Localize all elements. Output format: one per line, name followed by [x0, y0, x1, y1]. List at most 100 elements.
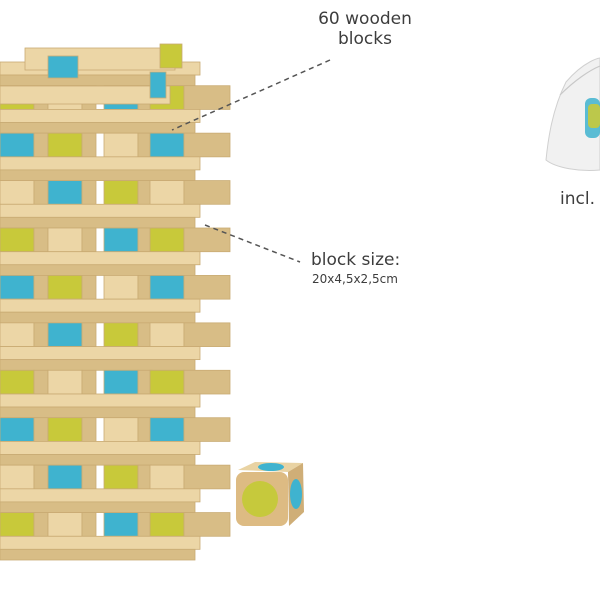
tower-block-gap: [33, 369, 49, 395]
tower-plank-side: [0, 454, 196, 466]
tower-plank-side: [0, 264, 196, 276]
tower-block-gap: [33, 512, 49, 537]
leader-line-blocks: [171, 59, 331, 131]
tower-top-block-end: [159, 43, 183, 69]
tower-plank-side: [0, 122, 196, 134]
tower-block-end: [149, 417, 185, 442]
tower-block-end: [149, 464, 185, 490]
wooden-die: [236, 462, 304, 526]
tower-top-plank: [24, 47, 176, 71]
tower-block-end: [0, 464, 35, 490]
tower-block-end: [149, 275, 185, 300]
tower-block-end: [0, 369, 35, 395]
tower-block-gap: [81, 417, 97, 442]
tower-block-end: [0, 417, 35, 442]
tower-plank: [0, 109, 201, 123]
tower-plank: [0, 156, 201, 171]
tower-block-gap: [33, 417, 49, 442]
tower-block-gap: [183, 464, 231, 490]
drawstring-bag: [545, 57, 600, 171]
tower-block-end: [47, 132, 83, 158]
blocks-count-line2: blocks: [338, 28, 392, 49]
tower-block-end: [149, 512, 185, 537]
tower-block-gap: [183, 180, 231, 205]
tower-block-end: [103, 322, 139, 347]
tower-block-end: [103, 132, 139, 158]
tower-block-gap: [183, 369, 231, 395]
tower-plank-side: [0, 501, 196, 513]
tower-block-end: [103, 464, 139, 490]
leader-line-size: [204, 224, 301, 263]
tower-block-end: [149, 322, 185, 347]
tower-plank: [0, 535, 201, 550]
tower-block-end: [47, 512, 83, 537]
tower-block-end: [149, 132, 185, 158]
tower-block-gap: [183, 512, 231, 537]
blocks-count-line1: 60 wooden: [318, 9, 412, 29]
tower-block-gap: [81, 369, 97, 395]
tower-block-end: [47, 275, 83, 300]
tower-plank: [0, 203, 201, 218]
tower-plank-side: [0, 169, 196, 181]
tower-block-gap: [81, 322, 97, 347]
tower-block-gap: [33, 132, 49, 158]
tower-block-gap: [183, 132, 231, 158]
tower-block-end: [0, 512, 35, 537]
tower-top-plank: [0, 85, 171, 105]
bag-included-label: incl.: [560, 189, 595, 209]
tower-block-end: [47, 417, 83, 442]
tower-block-end: [47, 322, 83, 347]
tower-block-end: [0, 132, 35, 158]
tower-block-gap: [183, 275, 231, 300]
tower-block-gap: [183, 85, 231, 110]
tower-plank-side: [0, 406, 196, 419]
tower-plank: [0, 488, 201, 503]
tower-block-end: [47, 464, 83, 490]
tower-block-end: [103, 180, 139, 205]
tower-block-end: [149, 227, 185, 253]
tower-plank: [0, 393, 201, 408]
tower-plank-side: [0, 548, 196, 561]
block-size-label: block size:: [311, 250, 401, 270]
tower-plank-side: [0, 359, 196, 371]
tower-block-gap: [81, 180, 97, 205]
tower-top-block-end: [149, 71, 167, 99]
block-size-value: 20x4,5x2,5cm: [312, 272, 398, 286]
tower-block-gap: [81, 227, 97, 253]
tower-block-end: [47, 227, 83, 253]
tower-plank-side: [0, 216, 196, 229]
tower-block-end: [47, 369, 83, 395]
tower-block-end: [0, 322, 35, 347]
tower-block-end: [103, 227, 139, 253]
tower-plank: [0, 251, 201, 266]
tower-block-end: [103, 512, 139, 537]
tower-block-end: [149, 180, 185, 205]
tower-block-gap: [33, 464, 49, 490]
tower-block-gap: [183, 322, 231, 347]
block-tower: [0, 43, 231, 561]
tower-block-end: [149, 369, 185, 395]
tower-top-block-end: [47, 55, 79, 79]
tower-block-gap: [33, 227, 49, 253]
tower-block-gap: [33, 180, 49, 205]
tower-block-end: [0, 180, 35, 205]
tower-block-end: [103, 417, 139, 442]
tower-plank-side: [0, 311, 196, 324]
tower-block-end: [47, 180, 83, 205]
tower-block-end: [0, 275, 35, 300]
tower-block-end: [0, 227, 35, 253]
tower-block-gap: [33, 275, 49, 300]
tower-block-end: [103, 275, 139, 300]
tower-block-gap: [81, 512, 97, 537]
tower-block-gap: [81, 275, 97, 300]
blocks-count-callout: 60 wooden blocks: [300, 9, 430, 49]
tower-block-gap: [183, 227, 231, 253]
tower-block-gap: [81, 464, 97, 490]
tower-block-gap: [81, 132, 97, 158]
tower-plank: [0, 298, 201, 313]
tower-block-gap: [33, 322, 49, 347]
tower-block-end: [103, 369, 139, 395]
tower-block-gap: [183, 417, 231, 442]
tower-plank: [0, 441, 201, 455]
